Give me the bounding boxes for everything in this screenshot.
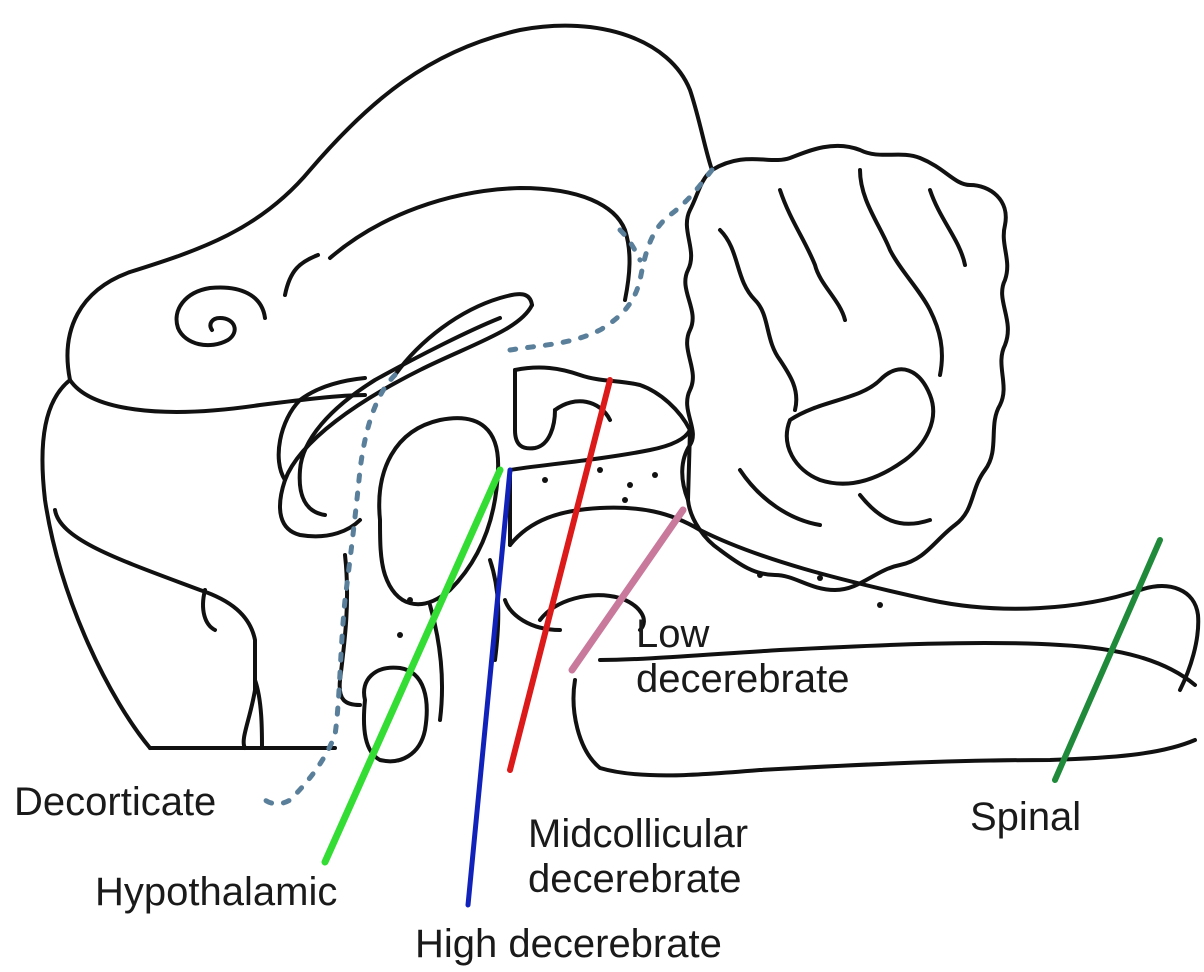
midcollicular-label-line2: decerebrate [528, 857, 741, 901]
high-decerebrate-label: High decerebrate [415, 922, 722, 966]
cerebrum-outline [42, 26, 712, 748]
cerebellum-folia-2 [780, 190, 845, 320]
cerebellum-folia-3 [860, 170, 942, 375]
frontal-base [55, 510, 255, 748]
decorticate-label: Decorticate [14, 780, 216, 824]
cerebellum-folia-1 [720, 230, 796, 410]
low-decerebrate-label-line1: Low [636, 612, 709, 656]
spinal-label: Spinal [970, 795, 1081, 839]
corpus-callosum-upper [330, 188, 630, 300]
midbrain-tectum [510, 430, 690, 470]
cerebellum-folia-4 [930, 190, 965, 265]
dotted-boundary-upper [510, 170, 712, 350]
hypothalamus [340, 555, 360, 705]
midcollicular-label-line1: Midcollicular [528, 812, 748, 856]
hypothalamic-label: Hypothalamic [95, 870, 337, 914]
cerebellum [682, 146, 1008, 590]
cerebellum-core [787, 369, 933, 483]
dotted-boundary-cortex [265, 375, 395, 804]
frontal-spiral [177, 287, 265, 345]
frontal-lobe-contour [70, 380, 365, 412]
low-decerebrate-label-line2: decerebrate [636, 657, 849, 701]
cerebellum-folia-5 [740, 470, 820, 525]
midcollicular-transection-line [510, 380, 610, 770]
